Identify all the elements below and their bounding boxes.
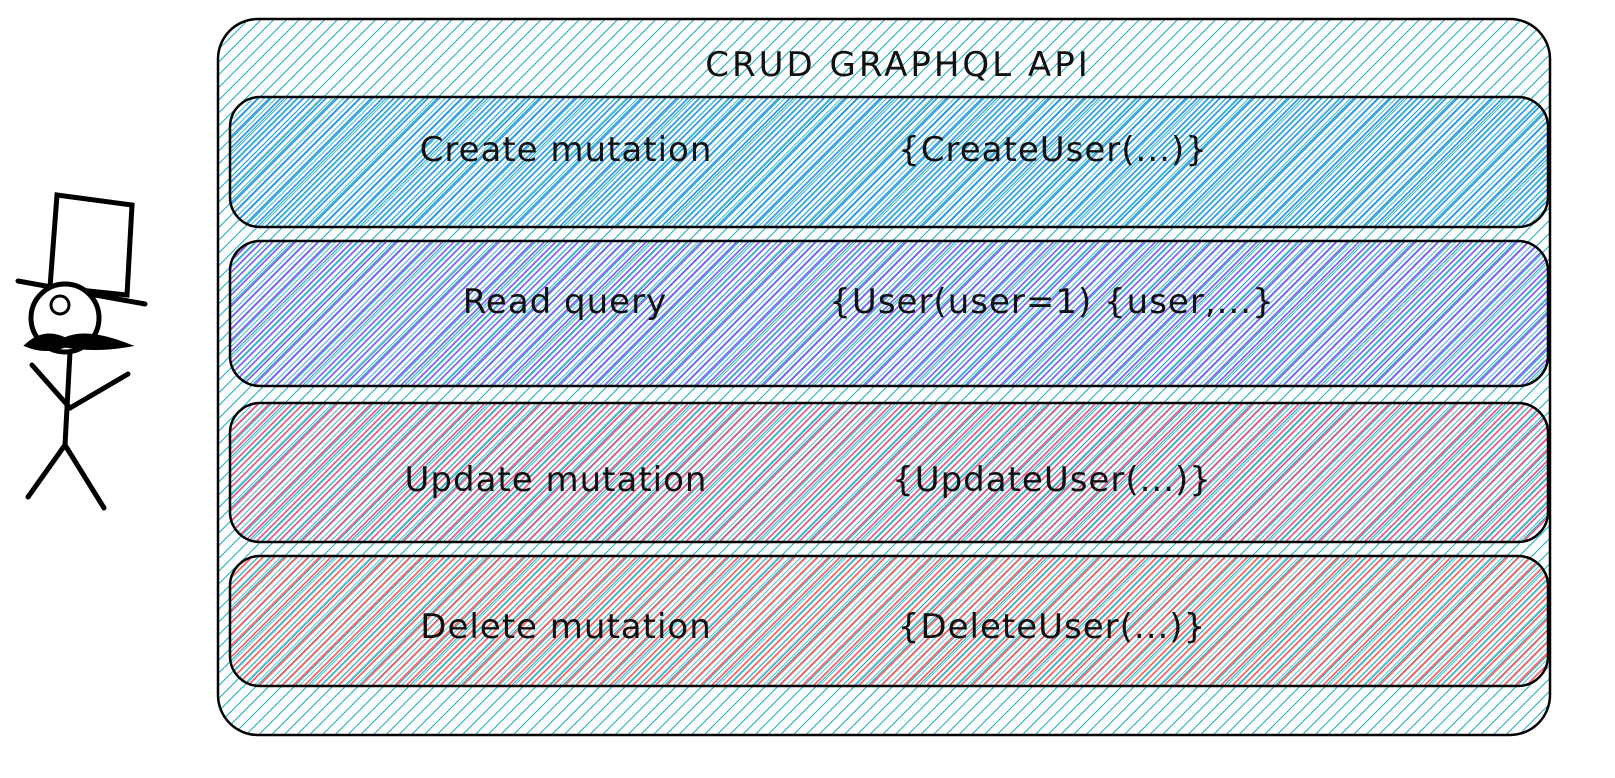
update-box <box>228 401 1550 544</box>
update-label: Update mutation <box>404 460 708 500</box>
delete-code: {DeleteUser(...)} <box>897 607 1207 647</box>
update-code: {UpdateUser(...)} <box>892 460 1212 500</box>
diagram-title: CRUD GRAPHQL API <box>705 45 1091 85</box>
delete-label: Delete mutation <box>420 607 712 647</box>
create-code: {CreateUser(...)} <box>898 130 1208 170</box>
read-code: {User(user=1) {user,...} <box>829 282 1275 322</box>
create-box <box>228 95 1550 229</box>
read-box <box>228 239 1550 388</box>
stick-figure-icon <box>15 192 148 511</box>
create-label: Create mutation <box>419 130 713 170</box>
read-label: Read query <box>462 282 668 322</box>
delete-box <box>228 554 1550 688</box>
